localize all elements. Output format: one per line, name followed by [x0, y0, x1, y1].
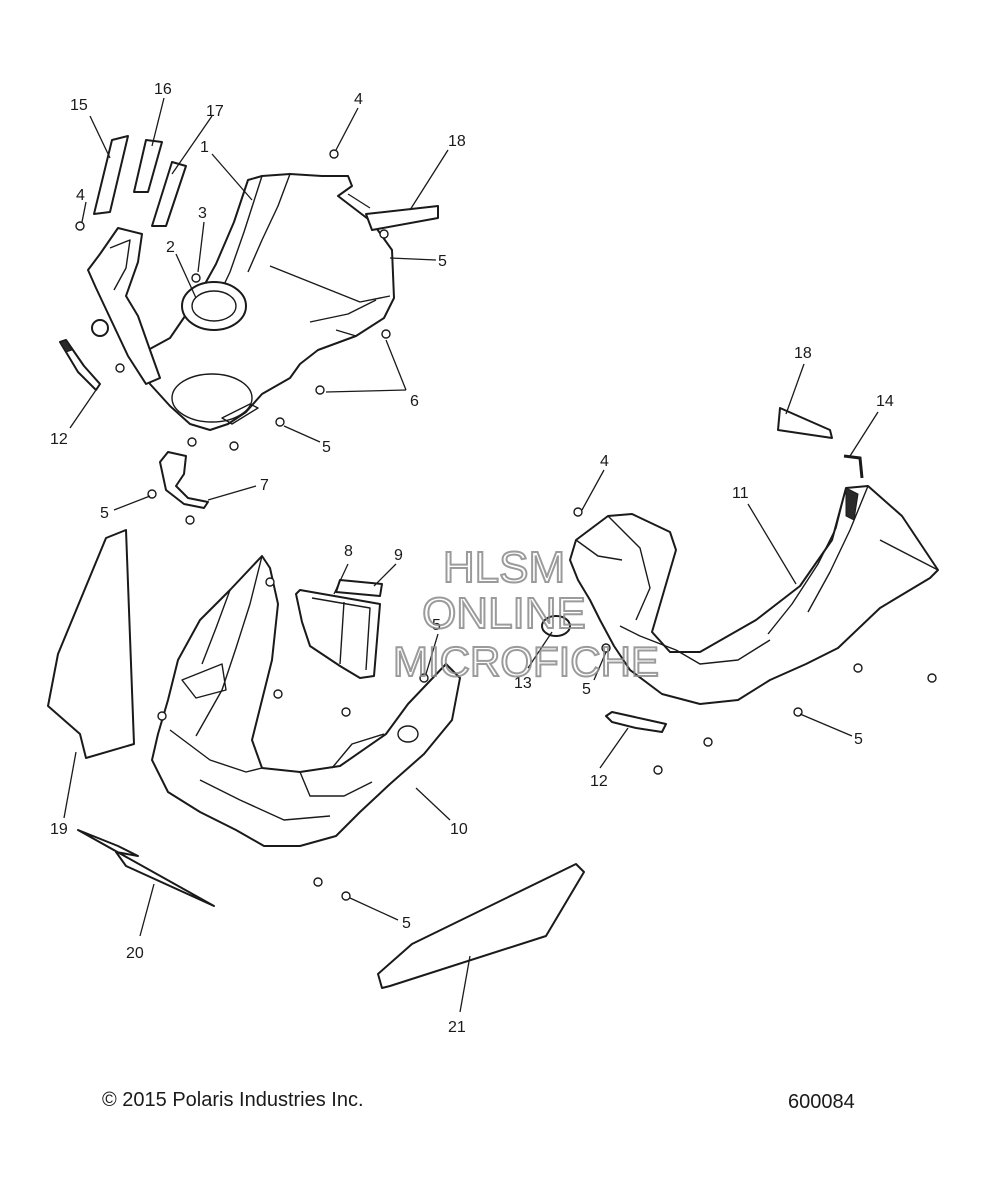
watermark: HLSM ONLINE MICROFICHE [392, 542, 660, 686]
callout-6: 6 [410, 393, 419, 410]
watermark-line-3: MICROFICHE [393, 638, 659, 685]
upper-right-assembly [541, 407, 939, 733]
callout-5: 5 [402, 915, 411, 932]
callout-5: 5 [100, 505, 109, 522]
screw [187, 437, 197, 447]
screw [315, 385, 325, 395]
watermark-line-2: ONLINE [422, 589, 586, 638]
screw [927, 673, 937, 683]
panel-1 [141, 173, 395, 431]
callout-18: 18 [794, 345, 812, 362]
screw [341, 707, 351, 717]
callout-11: 11 [732, 485, 749, 502]
grommet [91, 319, 109, 337]
decal-16 [133, 139, 163, 193]
screw [229, 441, 239, 451]
duct-bracket [87, 227, 161, 385]
screw [273, 689, 283, 699]
callout-5: 5 [582, 681, 591, 698]
callout-labels: 15 16 17 1 4 18 4 3 2 5 6 12 5 7 5 18 14… [50, 81, 894, 1036]
callout-17: 17 [206, 103, 224, 120]
fasteners [75, 149, 937, 901]
callout-4: 4 [354, 91, 363, 108]
callout-1: 1 [200, 139, 209, 156]
screw [419, 673, 429, 683]
leader-lines [63, 97, 879, 1013]
callout-5: 5 [322, 439, 331, 456]
callout-15: 15 [70, 97, 88, 114]
screw [157, 711, 167, 721]
decal-17 [151, 161, 187, 227]
lower-left-assembly [47, 529, 585, 989]
callout-12: 12 [50, 431, 68, 448]
screw [853, 663, 863, 673]
panel-21 [377, 863, 585, 989]
screw [275, 417, 285, 427]
screw [191, 273, 201, 283]
screw [341, 891, 351, 901]
callout-5: 5 [854, 731, 863, 748]
callout-12: 12 [590, 773, 608, 790]
callout-20: 20 [126, 945, 144, 962]
panel-19 [47, 529, 135, 759]
screw [703, 737, 713, 747]
decal-18-right [777, 407, 833, 439]
screw [381, 329, 391, 339]
screw [265, 577, 275, 587]
callout-10: 10 [450, 821, 468, 838]
diagram-number: 600084 [788, 1091, 855, 1113]
screw [573, 507, 583, 517]
callout-4: 4 [600, 453, 609, 470]
callout-2: 2 [166, 239, 175, 256]
ring-2 [181, 281, 247, 331]
callout-8: 8 [344, 543, 353, 560]
decal-15 [93, 135, 129, 215]
screw [329, 149, 339, 159]
callout-14: 14 [876, 393, 894, 410]
decal-20 [77, 829, 215, 907]
screw [653, 765, 663, 775]
callout-7: 7 [260, 477, 269, 494]
decal-9 [335, 579, 383, 597]
decal-18-top [365, 205, 439, 231]
callout-9: 9 [394, 547, 403, 564]
watermark-line-1: HLSM [443, 543, 565, 592]
callout-21: 21 [448, 1019, 466, 1036]
strap-12-lower [605, 711, 667, 733]
screw [115, 363, 125, 373]
grommet-13 [541, 615, 571, 637]
screw [185, 515, 195, 525]
copyright-text: © 2015 Polaris Industries Inc. [102, 1089, 364, 1111]
callout-5: 5 [432, 617, 441, 634]
screw [313, 877, 323, 887]
callout-5: 5 [438, 253, 447, 270]
callout-13: 13 [514, 675, 532, 692]
bracket-7 [159, 451, 209, 509]
panel-11 [569, 485, 939, 705]
callout-16: 16 [154, 81, 172, 98]
screw [379, 229, 389, 239]
hex-key-14 [843, 454, 864, 479]
panel-10 [151, 555, 461, 847]
callout-19: 19 [50, 821, 68, 838]
footer: © 2015 Polaris Industries Inc. 600084 [102, 1089, 855, 1113]
bracket-8 [295, 589, 381, 679]
upper-left-assembly [59, 135, 439, 509]
callout-3: 3 [198, 205, 207, 222]
screw [75, 221, 85, 231]
callout-4: 4 [76, 187, 85, 204]
callout-18: 18 [448, 133, 466, 150]
